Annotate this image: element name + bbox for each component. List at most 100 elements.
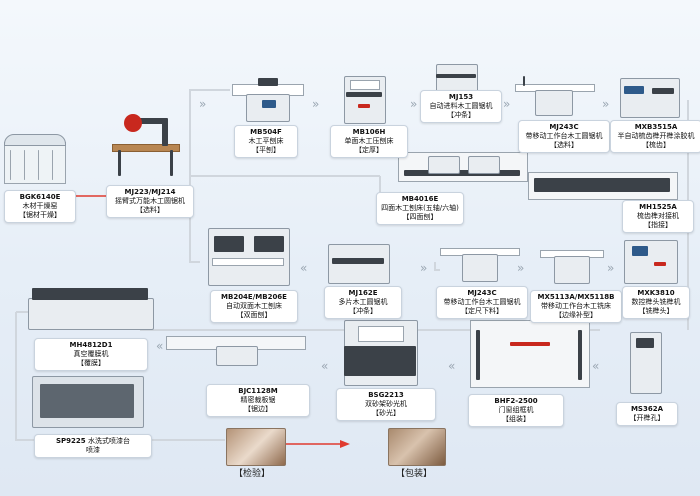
step-model: BHF2-2500 bbox=[494, 397, 538, 405]
step-model: BJC1128M bbox=[238, 387, 278, 395]
step-card-bjc1128m: BJC1128M 精密裁板锯 【锯边】 bbox=[206, 384, 310, 417]
step-label: 【边缘补型】 bbox=[555, 311, 597, 319]
pack-photo bbox=[388, 428, 446, 466]
panel-saw-image bbox=[166, 330, 306, 366]
spindle-moulder-image bbox=[540, 240, 604, 284]
step-card-mj243c-top: MJ243C 带移动工作台木工圆锯机 【选料】 bbox=[518, 120, 610, 153]
sander-image bbox=[340, 316, 420, 386]
arrow-left-icon: « bbox=[321, 359, 329, 373]
four-side-planer-image bbox=[398, 140, 528, 188]
connector-left-vert bbox=[15, 312, 225, 441]
step-card-mb504f: MB504F 木工平刨床 【平刨】 bbox=[234, 125, 298, 158]
step-model: MXK3810 bbox=[637, 289, 675, 297]
vacuum-press-image bbox=[28, 282, 154, 334]
arrow-right-icon: » bbox=[420, 261, 428, 275]
step-card-mxk3810: MXK3810 数控榫头铣榫机 【铣榫头】 bbox=[622, 286, 690, 319]
step-card-mb106h: MB106H 单面木工压刨床 【定厚】 bbox=[330, 125, 408, 158]
step-model: MB4016E bbox=[401, 195, 439, 203]
arrow-right-icon bbox=[340, 440, 350, 448]
step-card-mx5113a: MX5113A/MX5118B 带移动工作台木工铣床 【边缘补型】 bbox=[530, 290, 622, 323]
step-model: MJ223/MJ214 bbox=[124, 188, 176, 196]
step-label: 【开榫孔】 bbox=[629, 414, 665, 422]
step-label: 【选料】 bbox=[136, 206, 164, 214]
multi-rip-saw-image bbox=[322, 238, 394, 284]
step-desc: 自动双面木工刨床 bbox=[226, 302, 282, 310]
arrow-left-icon: « bbox=[448, 359, 456, 373]
step-card-mb4016e: MB4016E 四面木工刨床(五轴/六轴) 【四面刨】 bbox=[376, 192, 464, 225]
double-planer-image bbox=[202, 214, 292, 286]
step-label: 【选料】 bbox=[550, 141, 578, 149]
step-card-mj162e: MJ162E 多片木工圆锯机 【冲条】 bbox=[324, 286, 402, 319]
connector-row2 bbox=[434, 262, 440, 271]
arrow-right-icon: » bbox=[602, 97, 610, 111]
step-label: 【平刨】 bbox=[252, 146, 280, 154]
arrow-left-icon: « bbox=[156, 339, 164, 353]
step-label: 【冲条】 bbox=[349, 307, 377, 315]
sliding-table-saw-mid-image bbox=[440, 238, 520, 282]
arrow-right-icon: » bbox=[410, 97, 418, 111]
step-desc: 数控榫头铣榫机 bbox=[631, 298, 681, 306]
arrow-right-icon: » bbox=[517, 261, 525, 275]
arrow-right-icon: » bbox=[312, 97, 320, 111]
step-desc: 带移动工作台木工圆锯机 bbox=[525, 132, 603, 140]
step-card-bgk6140e: BGK6140E 木材干燥窑 【锯材干燥】 bbox=[4, 190, 76, 223]
ripsaw-image bbox=[430, 62, 482, 92]
step-label: 【四面刨】 bbox=[402, 213, 438, 221]
inspect-photo bbox=[226, 428, 286, 466]
connector-branch-top bbox=[189, 89, 230, 176]
step-label: 【定厚】 bbox=[355, 146, 383, 154]
step-model: MJ243C bbox=[549, 123, 579, 131]
step-card-mj223: MJ223/MJ214 摇臂式万能木工圆锯机 【选料】 bbox=[106, 185, 194, 218]
step-desc: 自动进料木工圆锯机 bbox=[429, 102, 493, 110]
step-card-mj243c-mid: MJ243C 带移动工作台木工圆锯机 【定尺下料】 bbox=[436, 286, 528, 319]
step-card-ms362a: MS362A 【开榫孔】 bbox=[616, 402, 678, 426]
step-model: MB204E/MB206E bbox=[221, 293, 287, 301]
step-card-mh4812d1: MH4812D1 真空覆膜机 【覆膜】 bbox=[34, 338, 148, 371]
arrow-right-icon: » bbox=[199, 97, 207, 111]
step-model: BGK6140E bbox=[19, 193, 61, 201]
step-card-sp9225: SP9225 水洗式喷漆台 喷漆 bbox=[34, 434, 152, 458]
step-label: 【锯边】 bbox=[244, 405, 272, 413]
finger-joint-press-image bbox=[528, 168, 678, 202]
step-label: 【铣榫头】 bbox=[638, 307, 674, 315]
step-label: 【覆膜】 bbox=[77, 359, 105, 367]
cnc-tenoner-image bbox=[618, 232, 682, 284]
step-label: 【双面刨】 bbox=[236, 311, 272, 319]
step-desc: 门窗组框机 bbox=[498, 406, 534, 414]
step-desc: 木材干燥窑 bbox=[22, 202, 58, 210]
step-model: SP9225 水洗式喷漆台 bbox=[55, 437, 131, 445]
pack-label: 【包装】 bbox=[396, 469, 433, 479]
step-model: MJ162E bbox=[348, 289, 378, 297]
drying-kiln-image bbox=[4, 132, 66, 184]
step-model: MH1525A bbox=[639, 203, 677, 211]
step-desc: 四面木工刨床(五轴/六轴) bbox=[381, 204, 459, 212]
arrow-right-icon: » bbox=[607, 261, 615, 275]
step-model: MX5113A/MX5118B bbox=[537, 293, 615, 301]
step-model: MS362A bbox=[630, 405, 664, 413]
step-card-bsg2213: BSG2213 双砂架砂光机 【砂光】 bbox=[336, 388, 436, 421]
step-desc: 木工平刨床 bbox=[248, 137, 284, 145]
thickness-planer-image bbox=[338, 66, 390, 124]
step-desc: 多片木工圆锯机 bbox=[338, 298, 388, 306]
step-desc: 带移动工作台木工圆锯机 bbox=[443, 298, 521, 306]
finger-jointer-image bbox=[616, 68, 682, 118]
step-model: MB106H bbox=[352, 128, 386, 136]
step-desc: 摇臂式万能木工圆锯机 bbox=[115, 197, 185, 205]
step-model: MJ243C bbox=[467, 289, 497, 297]
spray-booth-image bbox=[32, 370, 144, 428]
step-card-mj153: MJ153 自动进料木工圆锯机 【冲条】 bbox=[420, 90, 502, 123]
step-model: MJ153 bbox=[448, 93, 474, 101]
step-card-bhf2: BHF2-2500 门窗组框机 【组装】 bbox=[468, 394, 564, 427]
step-label: 喷漆 bbox=[86, 446, 100, 454]
arrow-left-icon: « bbox=[592, 359, 600, 373]
step-desc: 单面木工压刨床 bbox=[344, 137, 394, 145]
step-card-mb204e: MB204E/MB206E 自动双面木工刨床 【双面刨】 bbox=[210, 290, 298, 323]
step-desc: 梳齿榫对接机 bbox=[637, 212, 679, 220]
step-model: MH4812D1 bbox=[69, 341, 113, 349]
radial-arm-saw-image bbox=[110, 110, 182, 178]
step-desc: 带移动工作台木工铣床 bbox=[541, 302, 611, 310]
step-label: 【定尺下料】 bbox=[461, 307, 503, 315]
step-card-mxb3515a: MXB3515A 半自动梳齿榫开榫涂胶机 【梳齿】 bbox=[610, 120, 700, 153]
mortiser-image bbox=[620, 328, 670, 394]
